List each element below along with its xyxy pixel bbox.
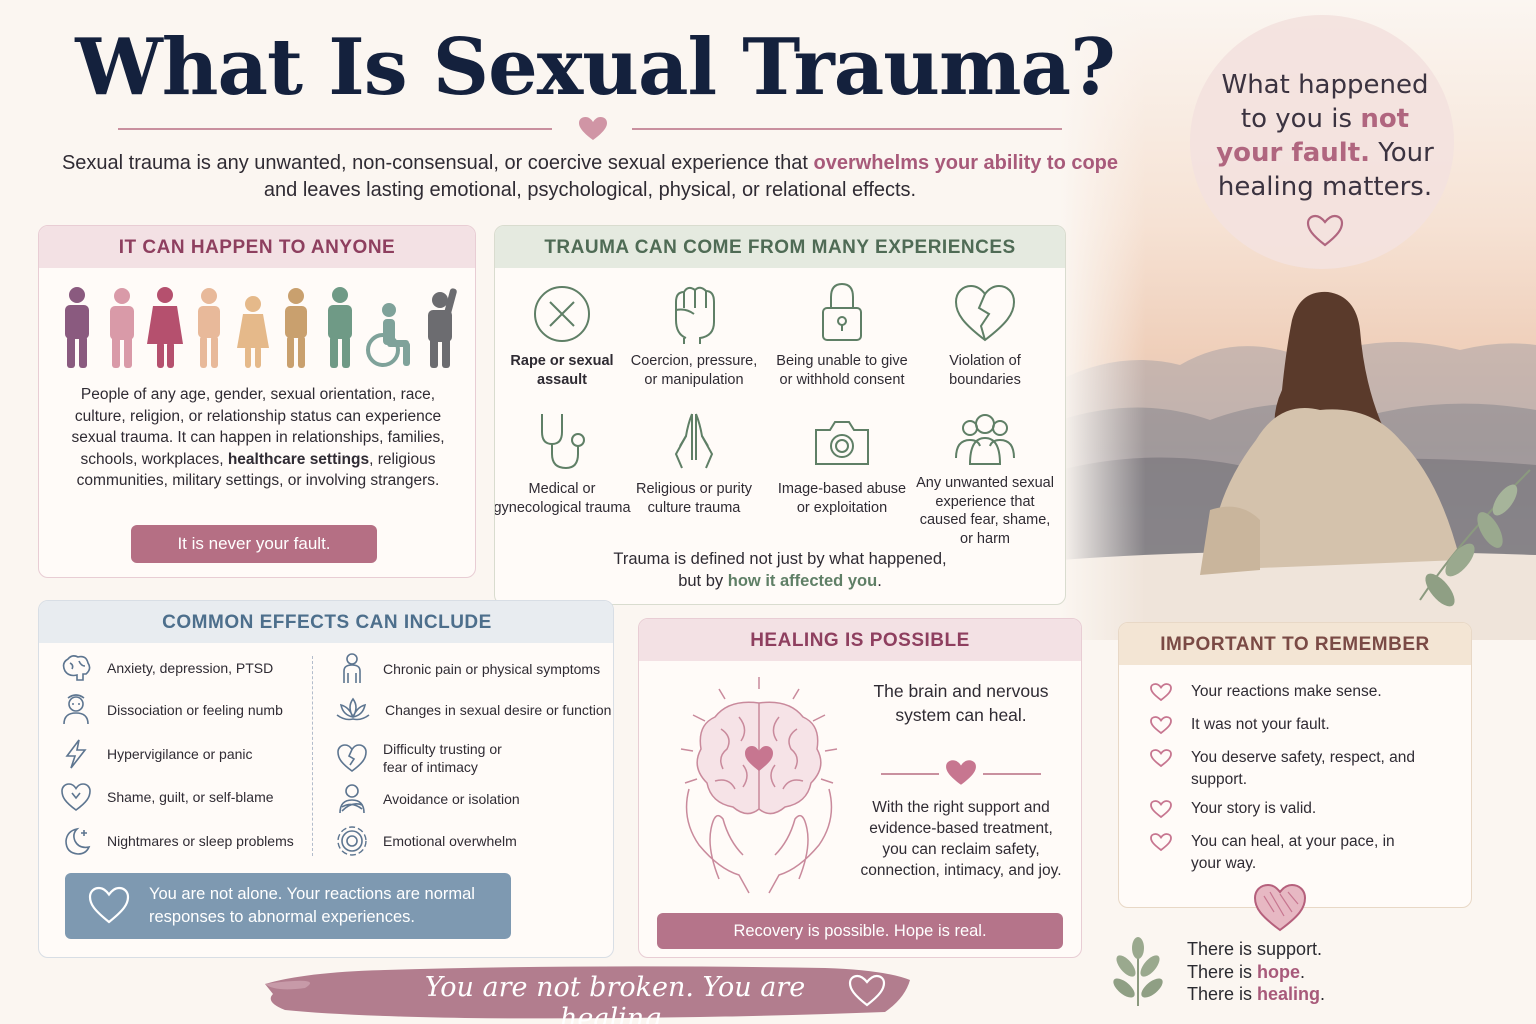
effect-item: Shame, guilt, or self-blame xyxy=(59,781,274,813)
anyone-description: People of any age, gender, sexual orient… xyxy=(71,386,445,489)
experiences-panel: TRAUMA CAN COME FROM MANY EXPERIENCES Ra… xyxy=(494,225,1066,605)
person-numb-icon xyxy=(63,694,89,725)
stethoscope-icon xyxy=(541,414,585,470)
effect-item: Avoidance or isolation xyxy=(335,783,520,815)
praying-hands-icon xyxy=(674,413,714,469)
healing-divider-left xyxy=(881,773,939,775)
lightning-icon xyxy=(65,739,87,769)
effect-item: Chronic pain or physical symptoms xyxy=(335,653,600,685)
banner-text: You are not broken. You are healing. xyxy=(424,972,806,1024)
never-your-fault-badge: It is never your fault. xyxy=(131,525,377,563)
cracked-heart-icon xyxy=(337,744,367,772)
effects-panel: COMMON EFFECTS CAN INCLUDE Anxiety, depr… xyxy=(38,600,614,958)
experience-item: Being unable to give or withhold consent xyxy=(772,280,912,390)
remember-item: It was not your fault. xyxy=(1149,714,1330,736)
bottom-banner xyxy=(265,966,910,1019)
quote-circle xyxy=(1190,15,1454,269)
not-alone-banner: You are not alone. Your reactions are no… xyxy=(65,873,511,939)
remember-item: You can heal, at your pace, in your way. xyxy=(1149,831,1421,875)
effect-item: Emotional overwhelm xyxy=(335,825,517,857)
anyone-heading: IT CAN HAPPEN TO ANYONE xyxy=(39,226,475,268)
x-circle-icon xyxy=(534,286,590,342)
effect-item: Dissociation or feeling numb xyxy=(59,694,283,726)
healing-statement: The brain and nervous system can heal. xyxy=(873,681,1049,725)
heart-outline-icon xyxy=(848,974,886,1007)
intro-text: Sexual trauma is any unwanted, non-conse… xyxy=(61,152,1119,201)
heart-icon xyxy=(946,760,976,785)
not-alone-text: You are not alone. Your reactions are no… xyxy=(149,885,475,926)
experience-item: Rape or sexual assault xyxy=(495,282,632,390)
heart-outline-icon xyxy=(61,783,91,811)
support-text: There is support. There is hope. There i… xyxy=(1187,939,1326,1004)
effect-item: Anxiety, depression, PTSD xyxy=(59,653,273,683)
experience-item: Image-based abuse or exploitation xyxy=(772,410,912,518)
camera-icon xyxy=(815,421,869,465)
mountain-woman-photo xyxy=(1060,0,1536,640)
remember-heading: IMPORTANT TO REMEMBER xyxy=(1119,623,1471,665)
fist-icon xyxy=(675,286,715,344)
heart-outline-icon xyxy=(1150,683,1172,702)
experience-item: Religious or purity culture trauma xyxy=(624,410,764,518)
effect-item: Hypervigilance or panic xyxy=(59,738,253,770)
remember-item: Your story is valid. xyxy=(1149,798,1316,820)
effect-item: Nightmares or sleep problems xyxy=(59,825,294,857)
body-icon xyxy=(343,653,361,683)
healing-heading: HEALING IS POSSIBLE xyxy=(639,619,1081,661)
title-divider-left xyxy=(118,128,552,130)
intro-highlight: overwhelms your ability to cope xyxy=(813,152,1119,174)
title-divider-right xyxy=(632,128,1062,130)
healing-divider-right xyxy=(983,773,1041,775)
experience-item: Medical or gynecological trauma xyxy=(495,410,632,518)
heart-outline-icon xyxy=(1150,716,1172,735)
effect-item: Changes in sexual desire or function xyxy=(335,695,611,725)
page-title: What Is Sexual Trauma? xyxy=(75,22,1116,113)
effects-heading: COMMON EFFECTS CAN INCLUDE xyxy=(39,601,613,643)
heart-outline-icon xyxy=(1150,749,1172,768)
lotus-icon xyxy=(336,697,370,721)
sprout-icon xyxy=(1113,937,1163,1006)
brain-icon xyxy=(62,655,91,681)
experience-item: Violation of boundaries xyxy=(915,280,1055,390)
diverse-people-icon xyxy=(65,287,457,368)
anyone-panel: IT CAN HAPPEN TO ANYONE People of any ag… xyxy=(38,225,476,578)
self-hug-icon xyxy=(339,784,365,814)
broken-heart-icon xyxy=(954,284,1016,342)
experience-item: Coercion, pressure, or manipulation xyxy=(624,280,764,390)
healing-panel: HEALING IS POSSIBLE The brain and nervou… xyxy=(638,618,1082,958)
moon-icon xyxy=(65,827,91,855)
remember-item: You deserve safety, respect, and support… xyxy=(1149,747,1421,791)
heart-outline-icon xyxy=(1150,800,1172,819)
heart-outline-icon xyxy=(1150,833,1172,852)
padlock-icon xyxy=(822,282,862,341)
remember-item: Your reactions make sense. xyxy=(1149,681,1382,703)
effect-item: Difficulty trusting or fear of intimacy xyxy=(335,740,575,776)
group-icon xyxy=(955,414,1015,465)
flower-icon xyxy=(337,826,367,856)
brain-in-hands-icon xyxy=(680,677,838,894)
experience-item: Any unwanted sexual experience that caus… xyxy=(915,410,1055,548)
column-divider xyxy=(312,656,313,856)
experiences-heading: TRAUMA CAN COME FROM MANY EXPERIENCES xyxy=(495,226,1065,268)
quote-text: What happened to you is not your fault. … xyxy=(1216,70,1434,202)
experiences-footnote: Trauma is defined not just by what happe… xyxy=(613,550,947,590)
remember-panel: IMPORTANT TO REMEMBER Your reactions mak… xyxy=(1118,622,1472,908)
healing-description: With the right support and evidence-base… xyxy=(860,799,1062,879)
recovery-badge: Recovery is possible. Hope is real. xyxy=(657,913,1063,949)
heart-outline-icon xyxy=(88,886,130,924)
heart-icon xyxy=(1253,883,1307,932)
heart-outline-icon xyxy=(1306,214,1344,247)
heart-icon xyxy=(579,117,607,140)
